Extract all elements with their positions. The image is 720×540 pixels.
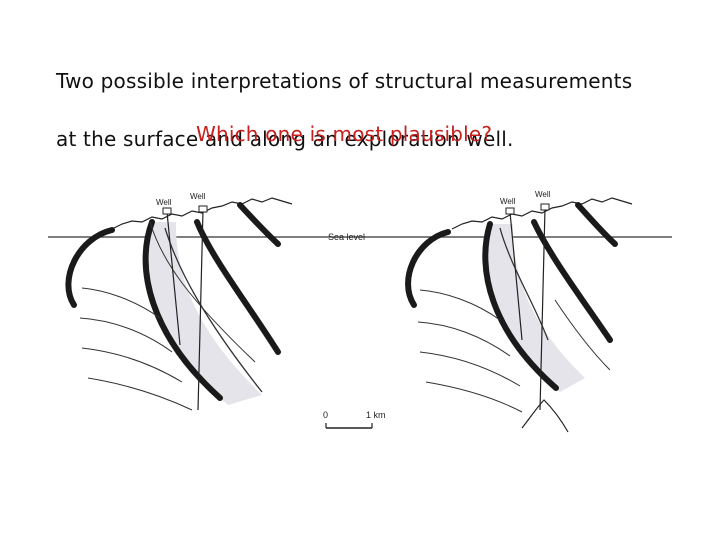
right-well-1-label: Well [500,197,516,206]
right-shaded-bed [485,224,585,392]
right-horizon-4 [425,381,523,413]
scale-bar-start-label: 0 [323,410,328,420]
left-horizon-5 [149,221,256,363]
left-well-2-trace [197,209,204,411]
scale-bar-end-label: 1 km [366,410,386,420]
left-well-2-marker [198,205,208,213]
left-shaded-bed [146,222,262,405]
right-horizon-2 [417,321,511,357]
left-well-1-trace [166,211,181,346]
left-marker-bed-inner [142,219,223,401]
left-cross-section: Well Well [65,192,293,411]
scale-bar: 0 1 km [323,410,386,429]
right-horizon-3 [419,351,521,387]
left-horizon-2 [79,317,173,353]
left-well-1-marker [162,207,172,215]
slide-title: Two possible interpretations of structur… [56,38,706,154]
left-horizon-1 [81,287,161,319]
left-horizon-4 [87,377,193,411]
right-well-2-trace [539,207,546,411]
left-topography [111,197,293,230]
right-topography [451,197,633,230]
right-well-1-trace [509,211,523,341]
right-horizon-5 [554,299,611,371]
left-marker-bed-outer [65,227,115,308]
left-marker-bed-right [237,202,281,247]
right-marker-bed-inner [482,221,559,391]
sea-level-label: Sea level [328,232,365,242]
right-horizon-1 [419,289,501,321]
right-well-1-marker [505,207,515,215]
left-well-2-label: Well [190,192,206,201]
left-well-1-label: Well [156,198,172,207]
title-line-1: Two possible interpretations of structur… [56,69,633,93]
right-fold-hinge [521,399,569,433]
title-line-2: at the surface and along an exploration … [56,127,514,151]
left-horizon-3 [81,347,183,383]
right-well-2-label: Well [535,190,551,199]
right-marker-bed-upper [531,219,613,343]
right-well-2-marker [540,203,550,211]
right-cross-section: Well Well [405,190,633,433]
right-marker-bed-outer [405,229,451,308]
right-fault [499,227,549,341]
right-marker-bed-right [575,202,618,247]
question-text: Which one is most plausible? [196,122,493,146]
